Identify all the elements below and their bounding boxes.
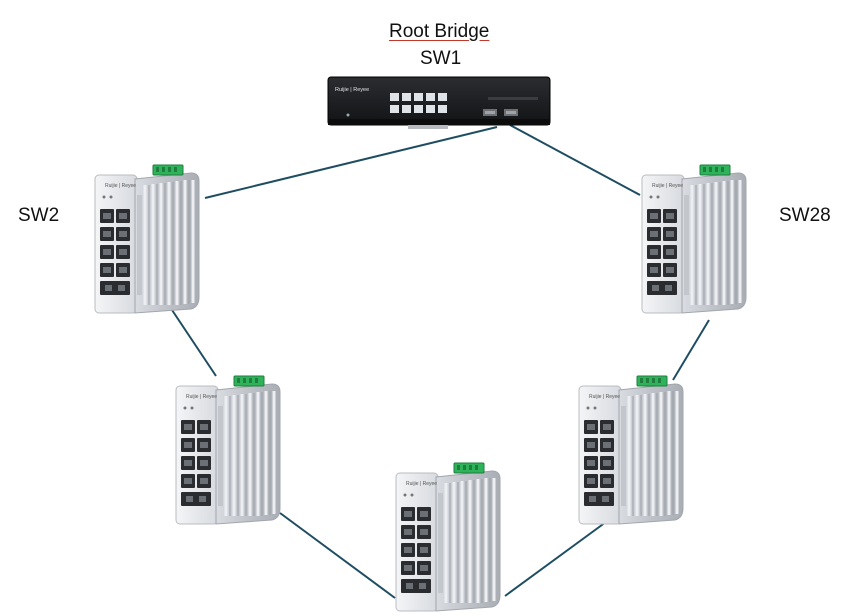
industrial-switch-left-bottom xyxy=(174,374,282,526)
industrial-switch-sw2 xyxy=(93,163,201,315)
sw1-label: SW1 xyxy=(420,48,462,69)
core-switch-sw1: Ruijie | Reyee xyxy=(327,76,551,129)
core-switch-brand: Ruijie | Reyee xyxy=(335,87,369,93)
link-sw2-sw3 xyxy=(171,309,217,377)
industrial-switch-right-bottom xyxy=(577,374,685,526)
industrial-switch-sw28 xyxy=(640,163,748,315)
link-sw1-sw28 xyxy=(509,124,641,196)
link-sw5-sw28 xyxy=(672,319,710,381)
links xyxy=(171,124,710,599)
link-sw1-sw2 xyxy=(204,126,498,199)
link-sw3-sw4 xyxy=(279,512,396,599)
root-bridge-title: Root Bridge xyxy=(389,21,490,42)
link-sw4-sw5 xyxy=(504,521,607,597)
industrial-switch-center-bottom xyxy=(394,461,502,613)
sw2-label: SW2 xyxy=(18,205,60,226)
sw28-label: SW28 xyxy=(779,205,831,226)
